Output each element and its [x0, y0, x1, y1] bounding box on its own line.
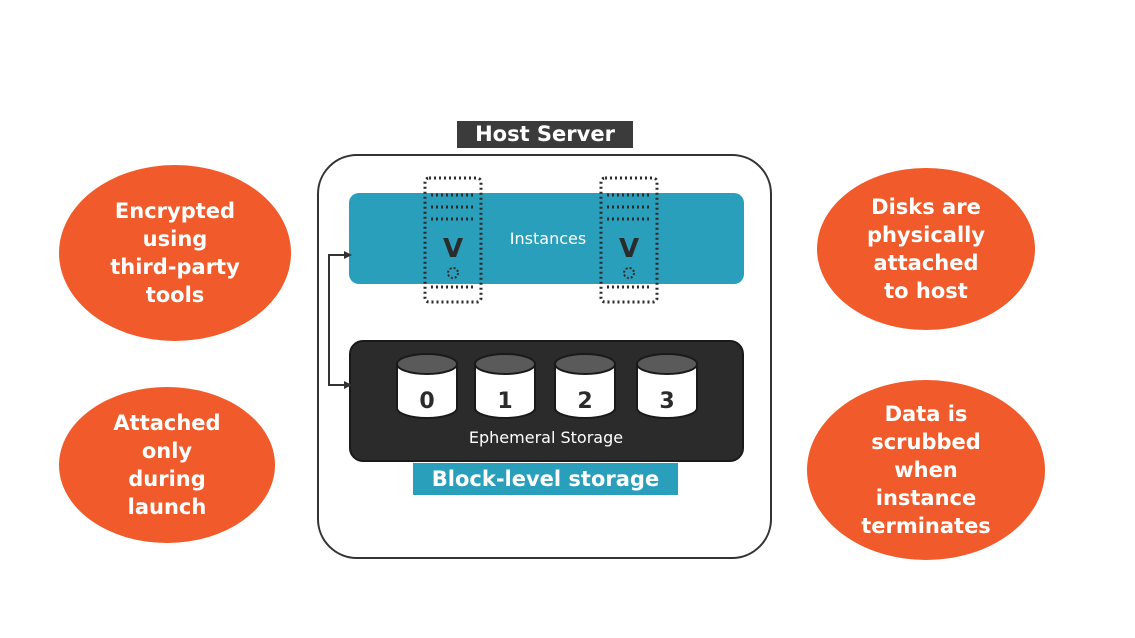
- instances-label: Instances: [509, 229, 587, 248]
- disk-icon: 1: [473, 352, 537, 420]
- server-icon: V: [422, 175, 484, 305]
- callout-line: scrubbed: [871, 430, 981, 454]
- callout-line: Data is: [884, 402, 968, 426]
- callout-line: tools: [145, 283, 205, 307]
- disk-icon: 3: [635, 352, 699, 420]
- callout-encrypted: Encrypted using third-party tools: [59, 165, 291, 341]
- block-level-storage-label: Block-level storage: [413, 463, 678, 495]
- callout-line: Disks are: [871, 195, 981, 219]
- instances-band: [349, 193, 744, 284]
- callout-line: only: [141, 439, 193, 463]
- connector-arrow: [328, 251, 352, 389]
- callout-line: Encrypted: [114, 199, 236, 223]
- callout-line: when: [894, 458, 958, 482]
- server-glyph: V: [619, 234, 639, 264]
- disk-number: 0: [419, 389, 435, 414]
- disk-icon: 2: [553, 352, 617, 420]
- callout-line: terminates: [861, 514, 991, 538]
- callout-line: launch: [127, 495, 207, 519]
- callout-line: during: [128, 467, 206, 491]
- callout-line: Attached: [113, 411, 221, 435]
- disk-icon: 0: [395, 352, 459, 420]
- server-icon: V: [598, 175, 660, 305]
- server-glyph: V: [443, 234, 463, 264]
- callout-line: third-party: [110, 255, 240, 279]
- callout-line: to host: [884, 279, 968, 303]
- disk-number: 3: [659, 389, 675, 414]
- callout-attached-during-launch: Attached only during launch: [59, 387, 275, 543]
- host-server-label: Host Server: [457, 121, 633, 148]
- callout-data-scrubbed: Data is scrubbed when instance terminate…: [807, 380, 1045, 560]
- callout-line: physically: [866, 223, 986, 247]
- ephemeral-storage-label: Ephemeral Storage: [468, 428, 624, 447]
- callout-line: using: [142, 227, 208, 251]
- callout-line: instance: [875, 486, 977, 510]
- callout-physically-attached: Disks are physically attached to host: [817, 168, 1035, 330]
- callout-line: attached: [873, 251, 979, 275]
- disk-number: 1: [497, 389, 513, 414]
- disk-number: 2: [577, 389, 593, 414]
